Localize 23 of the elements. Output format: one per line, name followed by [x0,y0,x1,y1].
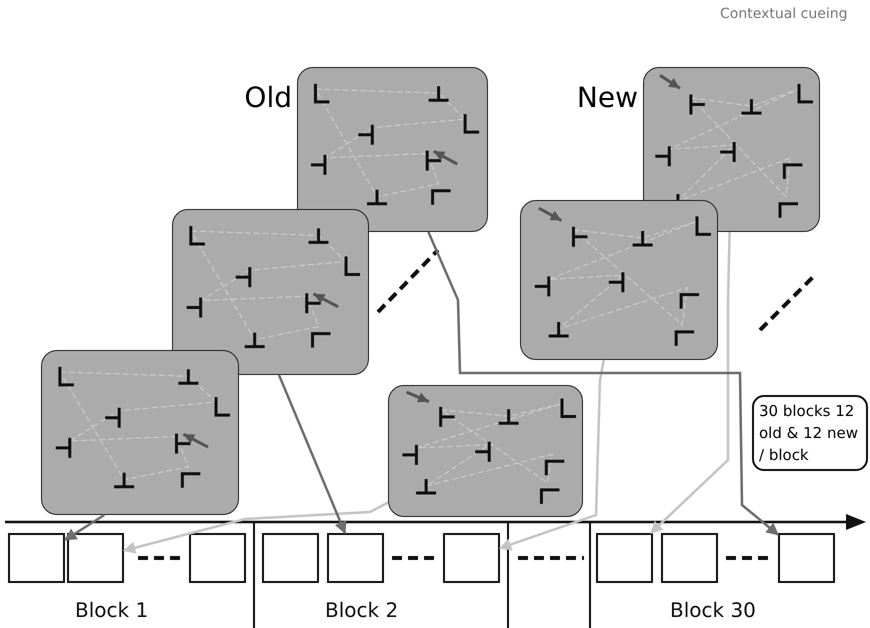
note-box [752,395,868,471]
condition-label: Old [244,81,292,114]
trial-box [67,533,124,583]
trial-box [8,533,65,583]
trial-box [443,533,500,583]
arrow [122,501,389,554]
block-label: Block 30 [670,598,756,622]
trial-box [189,533,246,583]
trial-box [661,533,718,583]
trial-box [778,533,835,583]
arrow [278,374,346,534]
arrow [64,514,105,541]
condition-label: New [576,81,638,114]
block-label: Block 2 [325,598,398,622]
trial-box [596,533,653,583]
note-text: 30 blocks 12 old & 12 new / block [759,401,859,466]
header-text: Contextual cueing [720,6,848,22]
trial-box [262,533,319,583]
arrow [650,232,731,534]
arrow [427,232,779,536]
block-label: Block 1 [75,598,148,622]
trial-box [327,533,384,583]
arrow [498,360,606,550]
